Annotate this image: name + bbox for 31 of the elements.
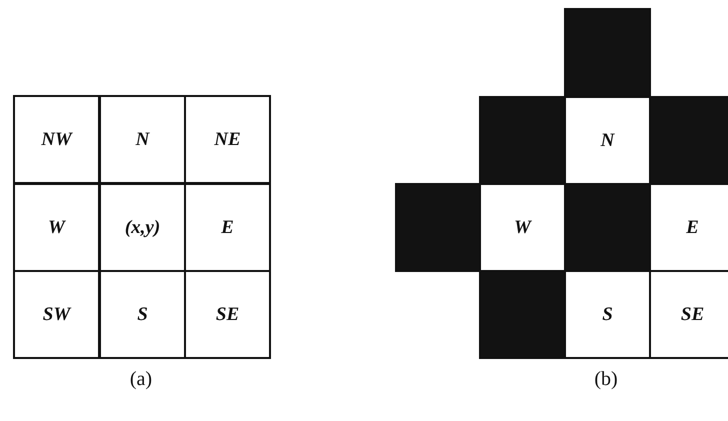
cell-label: E (686, 216, 699, 238)
cell-label: W (514, 216, 531, 238)
grid-cell (99, 183, 186, 272)
filled-cell (479, 270, 566, 359)
grid-cell (184, 95, 271, 184)
cell-label: (x,y) (124, 216, 160, 238)
cell-label: NE (214, 128, 241, 150)
cell-label: SE (216, 304, 240, 326)
panel-caption: (b) (594, 368, 618, 391)
filled-cell (564, 183, 651, 272)
grid-cell (184, 270, 271, 359)
cell-label: S (602, 304, 613, 326)
filled-cell (564, 8, 651, 97)
cell-label: W (48, 216, 65, 238)
filled-cell (649, 96, 728, 185)
grid-cell (99, 95, 186, 184)
cell-label: SW (42, 304, 70, 326)
grid-cell (13, 270, 100, 359)
cell-label: SE (680, 304, 704, 326)
grid-cell (99, 270, 186, 359)
cell-label: NW (41, 128, 72, 150)
filled-cell (395, 183, 482, 272)
grid-cell (184, 183, 271, 272)
cell-label: N (600, 130, 614, 152)
grid-cell (13, 183, 100, 272)
cell-label: S (137, 304, 148, 326)
panel-caption: (a) (130, 368, 152, 391)
cell-label: N (136, 128, 150, 150)
grid-cell (13, 95, 100, 184)
filled-cell (479, 96, 566, 185)
cell-label: E (221, 216, 234, 238)
